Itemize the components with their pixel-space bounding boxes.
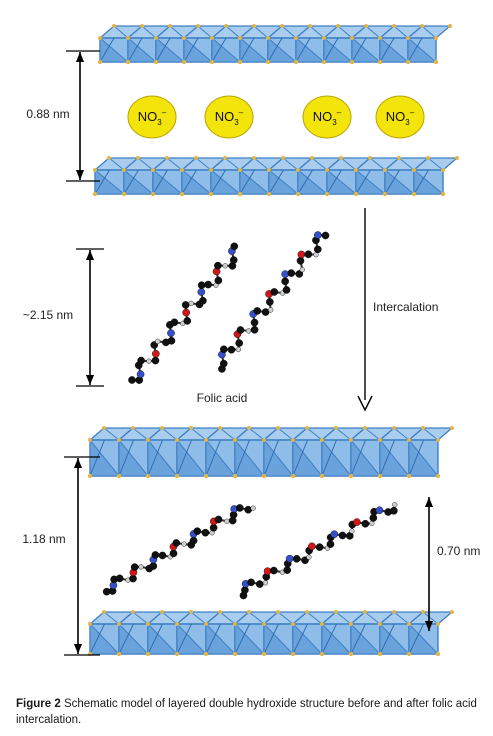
nitrate-anions: NO3– NO3– NO3– NO3– [127, 95, 425, 139]
dimension-top-spacing [66, 50, 100, 182]
label-folic-acid: Folic acid [197, 391, 248, 405]
dimension-intercalated-spacing [64, 456, 100, 656]
svg-text:NO3–: NO3– [215, 108, 244, 127]
label-gallery-height: 0.70 nm [437, 544, 480, 558]
nitrate-anion: NO3– [127, 95, 177, 139]
hydroxide-layers [87, 24, 459, 657]
nitrate-anion: NO3– [204, 95, 254, 139]
hydroxide-layer [97, 24, 452, 65]
caption-text: Schematic model of layered double hydrox… [16, 698, 477, 726]
nitrate-anion: NO3– [302, 95, 352, 139]
folic-acid-molecules [128, 231, 330, 384]
label-intercalated-spacing: 1.18 nm [22, 532, 65, 546]
dimension-folic-length [76, 248, 104, 387]
hydroxide-layer [87, 426, 454, 479]
figure-caption: Figure 2 Schematic model of layered doub… [16, 696, 486, 728]
label-intercalation: Intercalation [373, 300, 438, 314]
folic-acid-molecule [102, 504, 256, 596]
label-folic-length: ~2.15 nm [23, 308, 73, 322]
hydroxide-layer [87, 610, 454, 657]
label-top-spacing: 0.88 nm [26, 107, 69, 121]
intercalation-arrow [357, 208, 373, 412]
svg-text:NO3–: NO3– [138, 108, 167, 127]
dimension-gallery-height [425, 497, 433, 631]
svg-text:NO3–: NO3– [386, 108, 415, 127]
folic-acid-molecule [128, 242, 239, 384]
nitrate-anion: NO3– [375, 95, 425, 139]
folic-acid-molecule [218, 231, 330, 373]
caption-label: Figure 2 [16, 698, 61, 710]
svg-text:NO3–: NO3– [313, 108, 342, 127]
folic-acid-molecule [239, 502, 398, 600]
ldh-schematic: NO3– NO3– NO3– NO3– 0.88 nm ~2.15 nm [22, 24, 480, 657]
hydroxide-layer [92, 156, 459, 197]
intercalated-folic-acid [102, 502, 398, 600]
